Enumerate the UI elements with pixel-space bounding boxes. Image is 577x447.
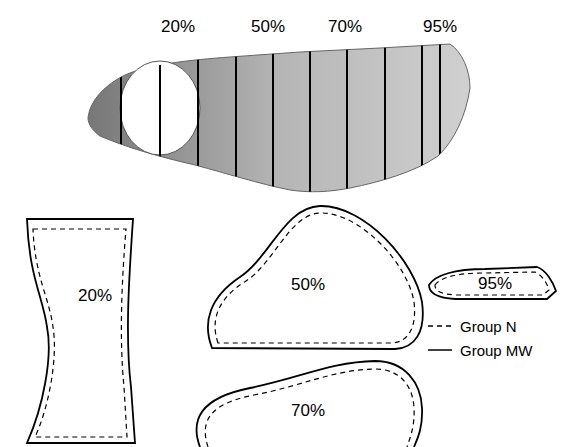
mw-outline — [429, 267, 556, 299]
mw-outline — [27, 219, 135, 443]
section-label: 95% — [478, 275, 512, 292]
cross-section: 20% — [25, 217, 137, 445]
section-lines — [121, 0, 440, 220]
section-percent-label: 95% — [423, 18, 457, 35]
section-label: 50% — [291, 276, 325, 293]
mw-outline — [208, 206, 423, 349]
section-label: 20% — [78, 287, 112, 304]
section-percent-label: 20% — [161, 18, 195, 35]
cross-section: 70% — [190, 358, 425, 447]
section-percent-label: 70% — [328, 18, 362, 35]
cross-section: 50% — [200, 202, 425, 352]
n-outline — [33, 229, 127, 437]
legend-label: Group N — [460, 319, 517, 334]
n-outline — [215, 213, 415, 343]
bone-shape — [88, 44, 470, 192]
mw-outline — [197, 361, 423, 447]
n-outline — [205, 369, 414, 447]
cross-section: 95% — [425, 265, 560, 302]
section-label: 70% — [291, 402, 325, 419]
legend-label: Group MW — [460, 343, 533, 358]
section-outline — [25, 217, 137, 445]
section-percent-label: 50% — [251, 18, 285, 35]
legend-samples — [428, 326, 452, 350]
n-outline — [435, 272, 549, 295]
